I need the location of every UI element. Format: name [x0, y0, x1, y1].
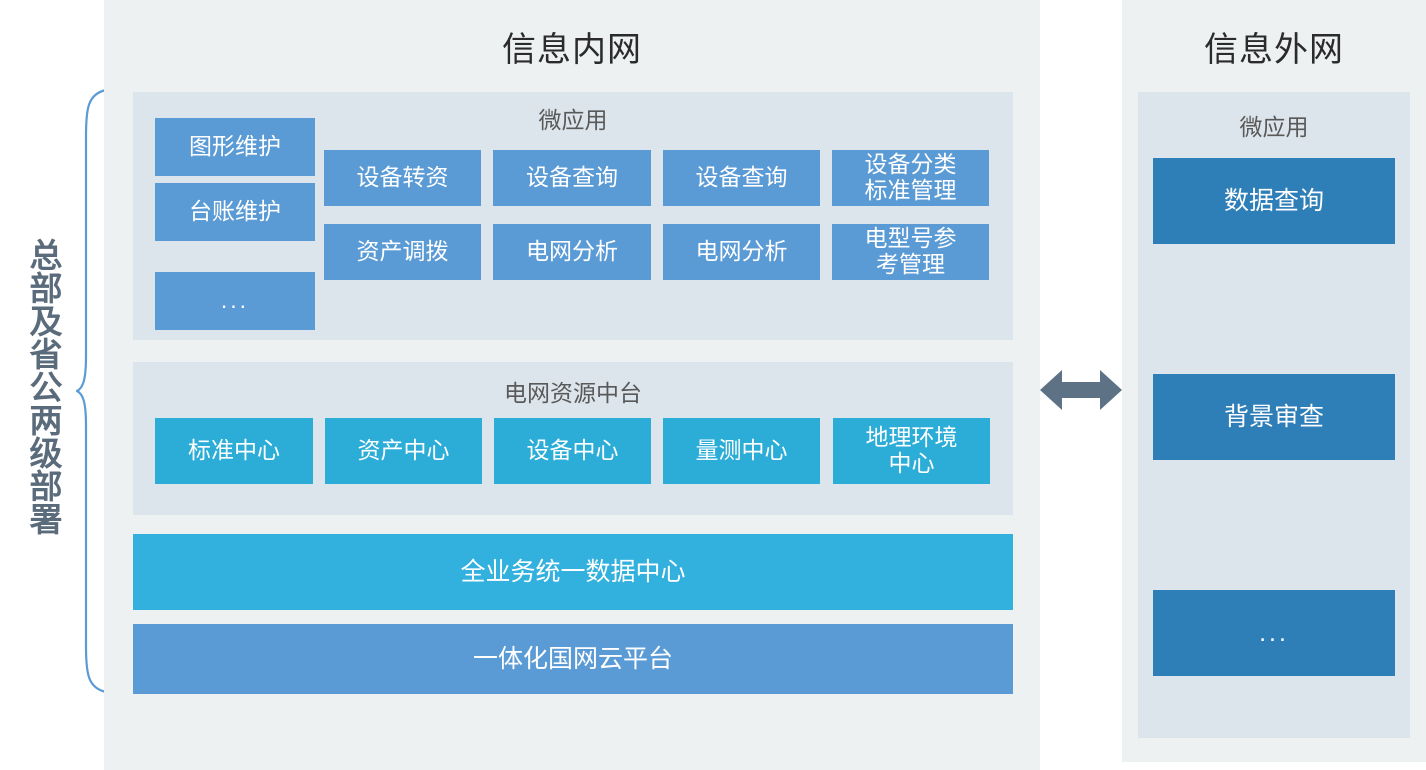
intranet-microapp-title: 微应用	[538, 107, 608, 133]
extranet-box-more[interactable]: ...	[1153, 590, 1395, 676]
microapp-box-equipment-classification-standard[interactable]: 设备分类 标准管理	[832, 150, 989, 206]
center-box-geographic-environment[interactable]: 地理环境 中心	[833, 418, 990, 484]
microapp-box-equipment-query-1[interactable]: 设备查询	[493, 150, 651, 206]
double-arrow-icon	[1040, 370, 1122, 410]
microapp-box-graphic-maintenance[interactable]: 图形维护	[155, 118, 315, 176]
extranet-title: 信息外网	[1204, 31, 1344, 69]
microapp-box-grid-analysis-2[interactable]: 电网分析	[663, 224, 820, 280]
intranet-title: 信息内网	[502, 31, 642, 69]
center-box-standard[interactable]: 标准中心	[155, 418, 313, 484]
microapp-box-asset-allocation[interactable]: 资产调拨	[324, 224, 481, 280]
brace-icon	[76, 88, 107, 694]
extranet-box-background-review[interactable]: 背景审查	[1153, 374, 1395, 460]
microapp-box-more[interactable]: ...	[155, 272, 315, 330]
extranet-microapp-title: 微应用	[1239, 114, 1309, 140]
center-box-equipment[interactable]: 设备中心	[494, 418, 651, 484]
center-box-measurement[interactable]: 量测中心	[663, 418, 820, 484]
center-box-asset[interactable]: 资产中心	[325, 418, 482, 484]
microapp-box-grid-analysis-1[interactable]: 电网分析	[493, 224, 651, 280]
extranet-box-data-query[interactable]: 数据查询	[1153, 158, 1395, 244]
microapp-box-ledger-maintenance[interactable]: 台账维护	[155, 183, 315, 241]
microapp-box-equipment-transfer[interactable]: 设备转资	[324, 150, 481, 206]
deployment-scope-label: 总部及省公两级部署	[25, 237, 62, 535]
grid-resource-midplatform-title: 电网资源中台	[504, 380, 642, 406]
integrated-cloud-platform-bar[interactable]: 一体化国网云平台	[133, 624, 1013, 694]
microapp-box-model-reference-management[interactable]: 电型号参 考管理	[832, 224, 989, 280]
unified-data-center-bar[interactable]: 全业务统一数据中心	[133, 534, 1013, 610]
microapp-box-equipment-query-2[interactable]: 设备查询	[663, 150, 820, 206]
